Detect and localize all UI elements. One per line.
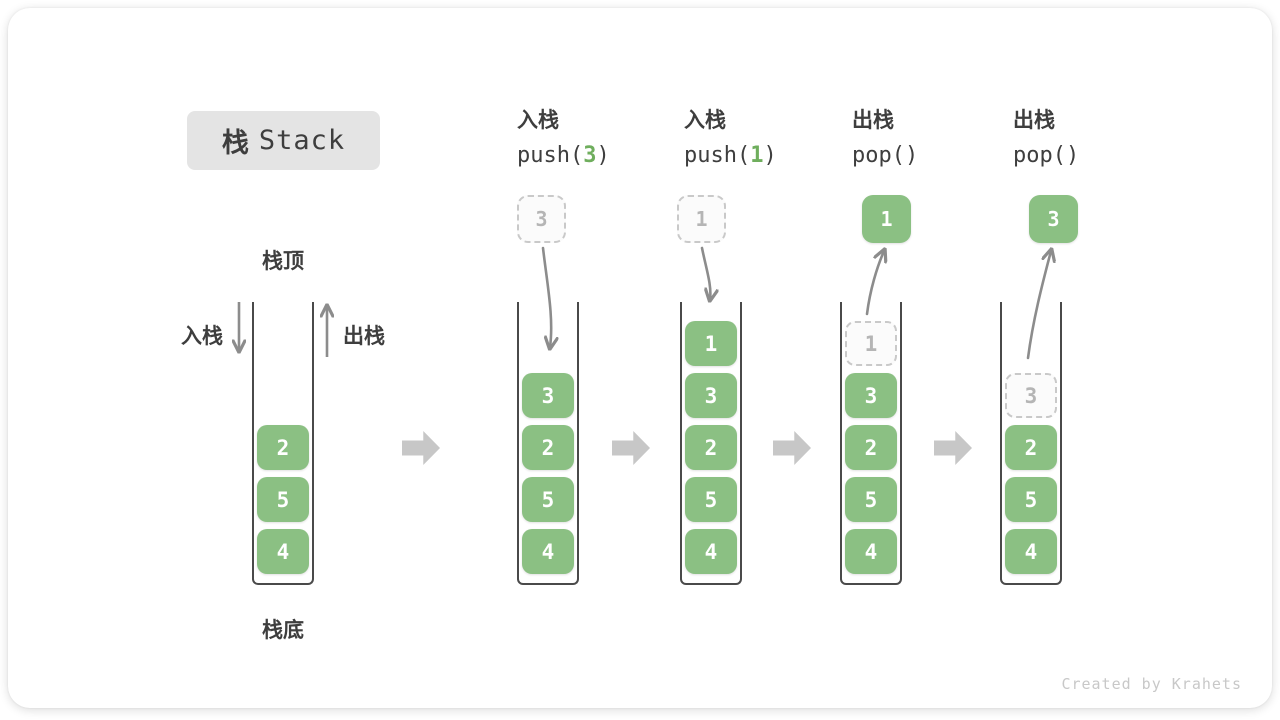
floating-value-ghost: 3 [517,195,566,243]
stack-after-pop-1-header: 出栈 pop() [852,104,918,168]
floating-value: 3 [1029,195,1078,243]
op-code-segment: push( [517,143,584,168]
watermark: Created by Krahets [1061,675,1242,693]
op-label-code: pop() [852,143,918,168]
stack-cell-ghost: 1 [845,321,897,366]
stack-top-label: 栈顶 [262,250,304,273]
stack-cell: 4 [257,529,309,574]
stack-cell-ghost: 3 [1005,373,1057,418]
stack-cell: 4 [845,529,897,574]
stack-cell: 4 [522,529,574,574]
stack-cell: 2 [1005,425,1057,470]
stack-cell: 1 [685,321,737,366]
floating-value: 1 [862,195,911,243]
push-side-label: 入栈 [181,325,223,348]
op-label-code: pop() [1013,143,1079,168]
title-zh: 栈 [221,128,249,158]
op-label-zh: 出栈 [1013,109,1055,132]
op-label-code: push(1) [684,143,777,168]
stack-cell: 2 [522,425,574,470]
op-code-segment: push( [684,143,751,168]
stack-bottom-label: 栈底 [262,619,304,642]
stack-cell: 5 [257,477,309,522]
op-label-code: push(3) [517,143,610,168]
op-label-zh: 入栈 [517,109,559,132]
stack-cell: 4 [685,529,737,574]
op-code-segment: 1 [750,143,764,168]
stack-after-pop-3-container [1000,302,1062,585]
op-code-segment: ) [763,143,777,168]
stack-after-push-3-header: 入栈 push(3) [517,104,610,168]
op-code-segment: pop() [852,143,919,168]
title-badge: 栈 Stack [187,111,380,170]
stack-cell: 5 [1005,477,1057,522]
op-code-segment: 3 [583,143,597,168]
op-code-segment: pop() [1013,143,1080,168]
stack-cell: 2 [257,425,309,470]
stack-cell: 5 [685,477,737,522]
stack-after-push-3-container [517,302,579,585]
op-label-zh: 入栈 [684,109,726,132]
floating-value-ghost: 1 [677,195,726,243]
op-code-segment: ) [596,143,610,168]
stack-after-push-1-header: 入栈 push(1) [684,104,777,168]
pop-side-label: 出栈 [343,325,385,348]
stack-cell: 2 [685,425,737,470]
stack-after-pop-1-container [840,302,902,585]
stack-cell: 3 [522,373,574,418]
stack-cell: 3 [845,373,897,418]
stack-cell: 3 [685,373,737,418]
op-label-zh: 出栈 [852,109,894,132]
stack-cell: 4 [1005,529,1057,574]
stack-after-pop-3-header: 出栈 pop() [1013,104,1079,168]
stack-cell: 2 [845,425,897,470]
stack-after-push-1-container [680,302,742,585]
stack-cell: 5 [522,477,574,522]
title-en: Stack [258,125,346,156]
stack-cell: 5 [845,477,897,522]
stack-initial-container [252,302,314,585]
